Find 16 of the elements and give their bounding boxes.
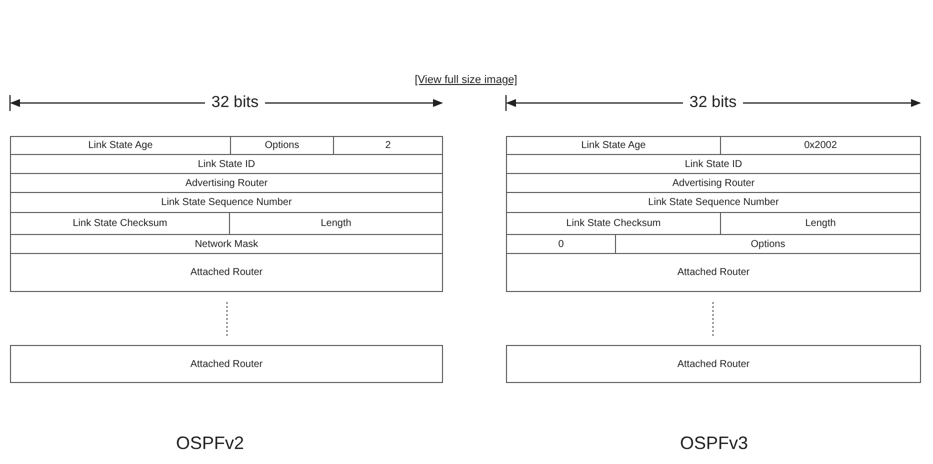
header-field: Attached Router: [506, 253, 921, 292]
header-field: 0x2002: [720, 136, 921, 155]
view-image-link: [View full size image]: [414, 74, 518, 86]
header-field: Network Mask: [10, 234, 443, 254]
header-field: Advertising Router: [506, 173, 921, 193]
header-field: Attached Router: [10, 345, 443, 383]
header-field: Attached Router: [506, 345, 921, 383]
header-field: Advertising Router: [10, 173, 443, 193]
header-field: Link State ID: [506, 154, 921, 174]
header-field: Link State Sequence Number: [506, 192, 921, 213]
header-field: Link State Age: [10, 136, 231, 155]
header-field: Link State Sequence Number: [10, 192, 443, 213]
header-field: 2: [333, 136, 443, 155]
header-field: Link State Age: [506, 136, 721, 155]
header-field: Link State ID: [10, 154, 443, 174]
header-field: Attached Router: [10, 253, 443, 292]
